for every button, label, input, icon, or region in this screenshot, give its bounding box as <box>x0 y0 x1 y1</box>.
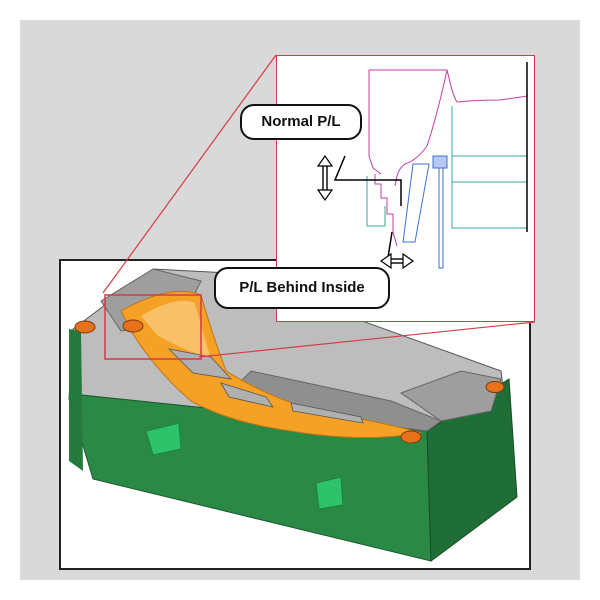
callout-normal-pl-text: Normal P/L <box>261 113 341 130</box>
parting-line-profile <box>316 62 528 270</box>
bolt-hole-right-bottom <box>400 430 422 444</box>
bolt-hole-top-center <box>122 319 144 333</box>
profile-teal-left <box>366 176 386 227</box>
vertical-double-arrow-icon <box>316 154 334 202</box>
callout-pl-behind-inside-text: P/L Behind Inside <box>239 279 365 296</box>
profile-curve-magenta-2 <box>394 69 448 187</box>
slider-core-2 <box>220 382 274 408</box>
slider-core-3 <box>290 402 364 424</box>
normal-pl-line <box>333 155 402 206</box>
callout-pl-behind-inside: P/L Behind Inside <box>214 267 390 309</box>
green-insert-middle <box>315 476 344 510</box>
profile-blue-taper <box>402 163 430 243</box>
profile-blue-block <box>432 155 448 169</box>
horizontal-double-arrow-icon <box>379 252 415 270</box>
profile-top-curve-magenta <box>369 69 528 103</box>
bolt-hole-top-left <box>74 320 96 334</box>
orange-cavity-highlight <box>141 300 211 359</box>
mold-front-left <box>69 329 83 471</box>
mold-illustration <box>68 268 518 562</box>
bolt-hole-right-top <box>485 381 505 393</box>
profile-teal-main <box>451 106 527 229</box>
callout-normal-pl: Normal P/L <box>240 104 362 140</box>
profile-outer-magenta <box>368 70 382 175</box>
green-insert-left <box>145 422 182 456</box>
profile-magenta-step <box>374 174 398 247</box>
mold-rim-right <box>399 370 502 422</box>
slider-core-1 <box>167 348 233 380</box>
profile-blue-pin <box>438 157 444 269</box>
